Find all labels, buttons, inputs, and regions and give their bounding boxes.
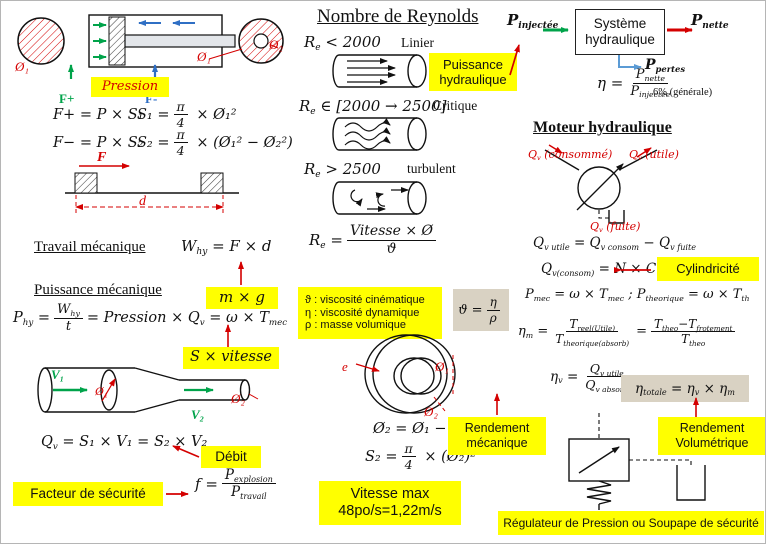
tank-symbol (676, 465, 706, 501)
reynolds-condition-laminar: Re < 2000 (304, 33, 381, 54)
pression-highlight: Pression (91, 77, 169, 97)
label-phi1-end: Ø₁ (15, 59, 29, 74)
label-critique: Critique (433, 98, 478, 113)
debit-highlight: Débit (201, 446, 261, 468)
mg-arrow (238, 261, 244, 285)
formula-puissance-hydraulique-mecanique: Phy = Why t = Pression × Qv = ω × Tmec (13, 302, 288, 334)
p-injectee-arrow (543, 27, 569, 33)
label-turbulent: turbulent (407, 161, 456, 176)
label-f-plus: F+ (59, 91, 75, 106)
regulateur-highlight: Régulateur de Pression ou Soupape de séc… (498, 511, 764, 535)
pipe-critical (332, 117, 427, 151)
formula-debit: Qv = S₁ × V₁ = S₂ × V₂ (41, 434, 208, 453)
label-pertes-pct: 6% (générale) (653, 87, 713, 98)
formula-bilan-debit: Qv utile = Qv consom − Qv fuite (533, 235, 697, 252)
drain-bracket (608, 210, 625, 224)
formula-puissances-moteur: Pmec = ω × Tmec ; Ptheorique = ω × Tth (525, 287, 750, 303)
p-nette-arrow (667, 27, 693, 33)
regulator-schematic (568, 413, 706, 510)
label-phi2-rod: Ø₂ (269, 37, 283, 52)
label-phi1-rod: Ø₁ (197, 49, 211, 64)
label-v2: V₂ (191, 407, 205, 422)
rendement-mecanique-arrow (494, 393, 500, 415)
p-pertes-arrow (618, 55, 642, 70)
label-venturi-phi1: Ø₁ (95, 384, 108, 398)
puissance-hydraulique-highlight: Puissance hydraulique (429, 53, 517, 91)
facteur-arrow (166, 491, 189, 497)
label-qv-fuite: Qv (fuite) (590, 220, 641, 235)
systeme-hydraulique-box: Système hydraulique (575, 9, 665, 55)
label-p-nette: Pnette (691, 11, 729, 32)
heading-reynolds: Nombre de Reynolds (317, 6, 479, 27)
s-vitesse-arrow (225, 324, 231, 347)
label-p-injectee: Pinjectée (507, 11, 559, 32)
viscosity-legend-highlight: ϑ : viscosité cinématique η : viscosité … (298, 287, 442, 339)
label-tube-phi2: Ø₂ (424, 404, 438, 419)
formula-rendement-volumetrique: ηv = Qv utile Qv absorb (550, 361, 629, 394)
heading-puissance-mecanique: Puissance mécanique (34, 282, 162, 298)
rendement-total-panel: ηtotale = ηv × ηm (621, 375, 749, 402)
debit-arrow (172, 445, 200, 458)
vitesse-max-highlight: Vitesse max 48po/s=1,22m/s (319, 481, 461, 525)
piston-rod (124, 34, 236, 48)
puissance-hydraulique-arrow (509, 44, 520, 76)
pipe-turbulent (332, 181, 427, 215)
reynolds-condition-turbulent: Re > 2500 (304, 160, 381, 181)
label-venturi-phi2: Ø₂ (231, 391, 245, 406)
venturi-diagram (37, 367, 259, 413)
label-qv-utile: Qv (utile) (629, 148, 679, 163)
label-linier: Linier (401, 35, 434, 50)
rendement-volumetrique-arrow (693, 397, 699, 417)
rod-end-bore (253, 33, 269, 49)
formula-rendement-global: η = Pnette Pinjectée (597, 67, 671, 100)
label-distance-d: d (139, 194, 146, 209)
formula-reynolds: Re = Vitesse × Ø ϑ (309, 223, 440, 258)
rendement-mecanique-highlight: Rendement mécanique (448, 417, 546, 455)
pipe-laminar (332, 54, 427, 88)
force-distance-diagram (65, 163, 239, 213)
heading-moteur-hydraulique: Moteur hydraulique (533, 119, 672, 136)
heading-travail-mecanique: Travail mécanique (34, 239, 146, 255)
label-qv-consomme: Qv (consommé) (528, 148, 613, 163)
s-vitesse-highlight: S × vitesse (183, 347, 279, 369)
piston-end-view (17, 17, 65, 65)
rendement-volumetrique-highlight: Rendement Volumétrique (658, 417, 765, 455)
mg-highlight: m × g (206, 287, 278, 309)
formula-facteur-securite: f = Pexplosion Ptravail (195, 467, 280, 500)
formula-travail: Why = F × d (181, 237, 272, 258)
spring (586, 480, 612, 505)
label-p-pertes: Ppertes (645, 57, 686, 74)
cylindricite-arrow (614, 267, 651, 273)
formula-f-plus: F+ = P × S₁ (53, 107, 144, 123)
theta-formula-panel: ϑ = η ρ (453, 289, 509, 331)
motor-circle (577, 166, 621, 210)
reynolds-condition-critical: Re ∈ [2000 → 2500] (299, 97, 447, 118)
label-wall-thickness-e: e (342, 359, 348, 374)
formula-f-minus: F− = P × S₂ (53, 135, 144, 151)
cylindricite-highlight: Cylindricité (657, 257, 759, 281)
piston (108, 16, 126, 66)
motor-symbol (544, 144, 658, 224)
label-tube-phi1: Ø₁ (435, 359, 449, 374)
tube-cross-section (355, 334, 456, 414)
formula-rendement-mecanique: ηm = Treel(Utile) Ttheorique(absorb) = T… (518, 317, 739, 347)
label-v1: V₁ (51, 367, 65, 382)
label-force-f: F (97, 150, 107, 165)
facteur-securite-highlight: Facteur de sécurité (13, 482, 163, 506)
cylinder-diagram (17, 14, 284, 79)
